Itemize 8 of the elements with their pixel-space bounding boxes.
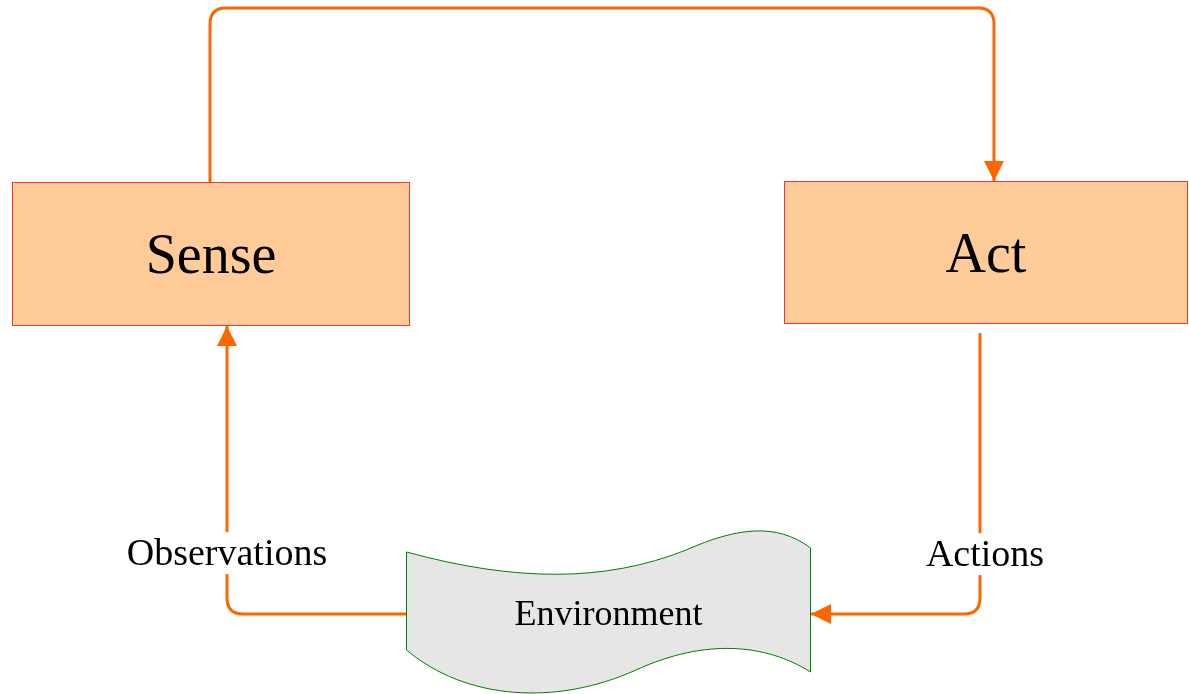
node-label: Act	[945, 220, 1027, 285]
process-box	[12, 182, 410, 326]
node-label: Sense	[145, 222, 277, 286]
process-box	[784, 181, 1188, 324]
arrow	[208, 6, 1004, 182]
node-label: Environment	[514, 592, 703, 634]
arrow	[811, 333, 982, 624]
arrow	[217, 326, 406, 616]
